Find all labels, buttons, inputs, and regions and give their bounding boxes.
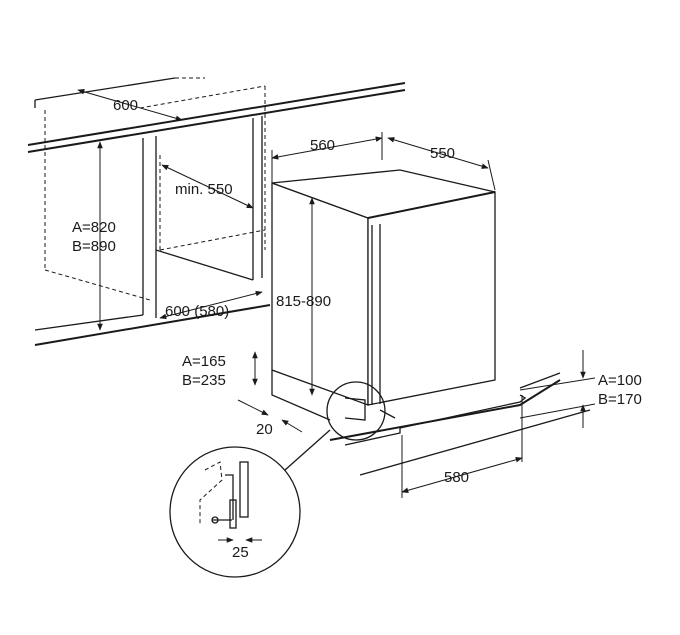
label-kick-depth: 580 <box>444 469 469 486</box>
label-plinth-height-a: A=165 <box>182 353 226 370</box>
label-appliance-height: 815-890 <box>276 293 331 310</box>
label-niche-width: 600 <box>113 97 138 114</box>
label-appliance-depth: 550 <box>430 145 455 162</box>
detail-magnified <box>169 446 301 578</box>
detail-marker <box>284 381 386 471</box>
dimension-lines <box>77 89 596 543</box>
label-niche-height-b: B=890 <box>72 238 116 255</box>
label-kick-height: A=100 B=170 <box>598 372 646 408</box>
label-detail-gap: 25 <box>232 544 249 561</box>
label-min-depth: min. 550 <box>175 181 233 198</box>
label-appliance-width: 560 <box>310 137 335 154</box>
label-niche-depth: 600 (580) <box>165 303 229 320</box>
label-plinth-offset: 20 <box>256 421 273 438</box>
worktop <box>27 77 406 301</box>
appliance-body <box>271 169 496 406</box>
label-kick-height-b: B=170 <box>598 391 642 408</box>
niche-left-wall <box>34 116 271 346</box>
label-niche-height-a: A=820 <box>72 219 116 236</box>
label-niche-height: A=820 B=890 <box>72 219 120 255</box>
label-plinth-height: A=165 B=235 <box>182 353 230 389</box>
label-kick-height-a: A=100 <box>598 372 642 389</box>
label-plinth-height-b: B=235 <box>182 372 226 389</box>
